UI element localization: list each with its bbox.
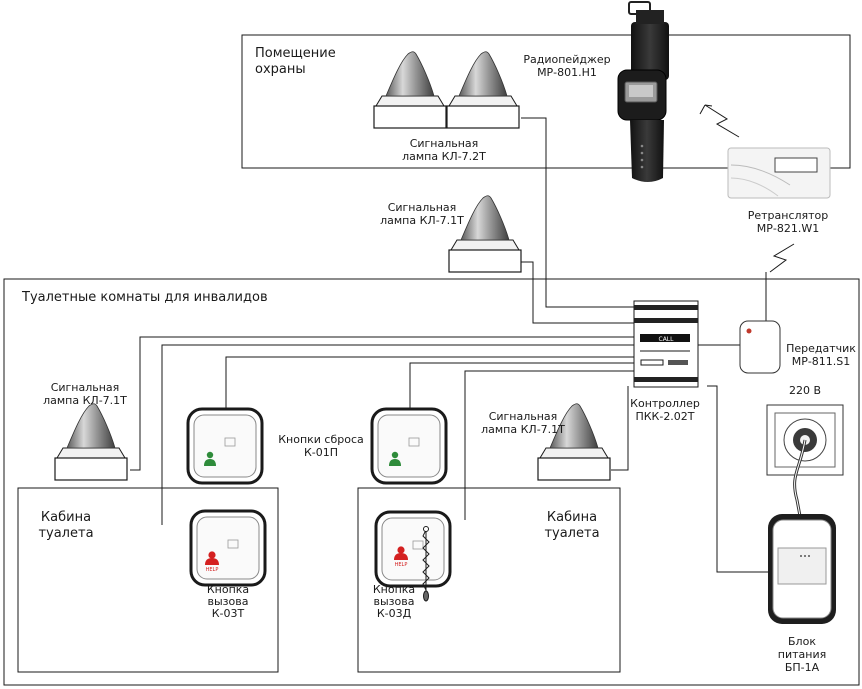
- transmitter-label: Передатчик МР-811.S1: [786, 342, 856, 368]
- call-button-k03d: [374, 510, 452, 588]
- lamp-kl72-label: Сигнальная лампа КЛ-7.2Т: [402, 137, 486, 163]
- socket-label: 220 В: [788, 384, 822, 397]
- help-label-k03d: HELP: [395, 562, 408, 568]
- wiring: [130, 117, 772, 573]
- call-button-k03t: [189, 509, 267, 587]
- cabin-left-frame: [17, 487, 279, 673]
- cabin-right-title: Кабина туалета: [544, 510, 600, 541]
- power-supply-label: Блок питания БП-1А: [777, 635, 827, 674]
- power-supply-icon: [768, 514, 836, 624]
- lamp-kl71-left: [54, 403, 128, 481]
- pager-label: Радиопейджер МР-801.Н1: [523, 53, 611, 79]
- cabin-right-frame: [357, 487, 621, 673]
- cabin-left-title: Кабина туалета: [38, 510, 94, 541]
- toilets-title: Туалетные комнаты для инвалидов: [22, 290, 268, 305]
- repeater-label: Ретранслятор МР-821.W1: [747, 209, 829, 235]
- call-button-k03d-label: Кнопка вызова К-03Д: [372, 583, 416, 620]
- radio-wave-icons: [699, 104, 795, 273]
- lamp-kl72-left: [373, 51, 447, 129]
- controller-call-label: CALL: [659, 336, 675, 343]
- lamp-kl71-right-label: Сигнальная лампа КЛ-7.1Т: [481, 410, 565, 436]
- help-label-k03t: HELP: [206, 567, 219, 573]
- repeater-device-icon: [727, 147, 831, 199]
- lamp-kl72-right: [446, 51, 520, 129]
- toilets-frame: [3, 278, 860, 686]
- lamp-kl71-top-label: Сигнальная лампа КЛ-7.1Т: [380, 201, 464, 227]
- call-button-k03t-label: Кнопка вызова К-03Т: [206, 583, 250, 620]
- guard-room-title: Помещение охраны: [255, 46, 336, 77]
- socket-icon: [766, 404, 844, 476]
- reset-person-icon: [204, 451, 401, 466]
- pager-watch-icon: [617, 1, 669, 182]
- controller-label: Контроллер ПКК-2.02Т: [630, 397, 700, 423]
- help-person-icon: [205, 546, 408, 565]
- reset-buttons-label: Кнопки сброса К-01П: [278, 433, 364, 459]
- reset-button-left: [186, 407, 264, 485]
- pull-cord-icon: [422, 526, 430, 602]
- controller-device-icon: [633, 300, 699, 388]
- reset-button-right: [370, 407, 448, 485]
- transmitter-device-icon: [739, 320, 781, 374]
- lamp-kl71-left-label: Сигнальная лампа КЛ-7.1Т: [43, 381, 127, 407]
